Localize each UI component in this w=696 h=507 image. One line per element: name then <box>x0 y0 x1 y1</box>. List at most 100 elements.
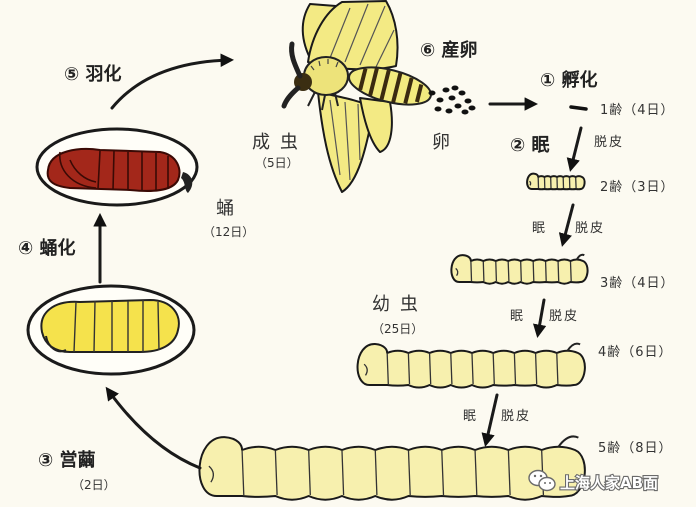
larva-segment-line <box>274 450 278 496</box>
larva-segment-line <box>374 450 378 496</box>
larva-segment-line <box>441 450 445 496</box>
larva-segment-line <box>308 450 311 496</box>
larva-segment-line <box>544 261 547 282</box>
moth-wing-vein <box>329 3 395 68</box>
sleep-label-2: 眠 <box>532 221 547 236</box>
instar-label-4: 4齢（6日） <box>598 345 673 360</box>
moth-abdomen <box>348 66 432 106</box>
cocooning-duration: （2日） <box>72 478 116 492</box>
adult-moth <box>281 0 432 193</box>
moth-wing-vein <box>329 99 361 181</box>
sleep-label-4: 眠 <box>463 409 478 424</box>
label-pupation: ④ 蛹化 <box>18 237 76 259</box>
instar-label-2: 2齢（3日） <box>600 180 675 195</box>
larva-segment-line <box>513 353 517 385</box>
instar-label-5: 5齢（8日） <box>598 441 673 456</box>
larva-instar-2 <box>526 172 586 191</box>
arrow-cocooning <box>105 386 202 470</box>
egg <box>448 95 456 101</box>
spinning-larva-head <box>45 335 67 353</box>
egg <box>436 97 444 103</box>
label-oviposition: ⑥ 産卵 <box>420 39 478 61</box>
larva-segment-line <box>471 353 474 385</box>
label-egg: 卵 <box>432 132 460 153</box>
egg <box>451 85 459 91</box>
shed-larval-skin <box>181 172 193 193</box>
pupa-segment-lines <box>97 150 169 191</box>
larva-segment-line <box>407 450 411 496</box>
arrow-molt-3 <box>532 298 547 338</box>
egg-cluster <box>428 85 476 115</box>
larva-segment-line <box>534 353 538 385</box>
larva-body <box>198 436 586 501</box>
moth-antenna <box>281 85 301 109</box>
larva-instar-5 <box>198 435 586 501</box>
watermark: 上海人家AB面 <box>528 469 659 493</box>
egg <box>464 98 472 104</box>
arrow-molt-2 <box>558 203 575 247</box>
adult-duration: （5日） <box>255 156 299 170</box>
larva-segment-line <box>428 353 432 385</box>
sleep-label-3: 眠 <box>510 309 525 324</box>
larva-segment-line <box>407 353 411 385</box>
label-hatching: ① 孵化 <box>540 69 598 91</box>
larva-instar-4 <box>356 342 586 389</box>
larva-horn <box>575 253 585 261</box>
arrow-molt-4 <box>481 393 499 447</box>
moth-thorax <box>303 56 349 96</box>
label-cocooning: ③ 営繭 <box>38 449 96 471</box>
egg <box>454 103 462 109</box>
larva-duration: （25日） <box>372 322 423 336</box>
molt-label-2: 脱皮 <box>575 221 605 236</box>
larva-segment-line <box>470 261 473 282</box>
moth-antenna <box>289 41 303 79</box>
larva-segment-line <box>495 261 498 282</box>
watermark-text: 上海人家AB面 <box>560 474 658 492</box>
egg <box>458 90 466 96</box>
molt-label-1: 脱皮 <box>594 135 624 150</box>
spinning-larva-segment-lines <box>73 300 160 353</box>
instar-label-1: 1齢（4日） <box>600 103 675 118</box>
moth-hindwing <box>359 97 393 153</box>
larva-segment-line <box>520 261 522 282</box>
larva-segment-line <box>450 353 453 385</box>
larva-segment-line <box>341 450 345 496</box>
egg <box>428 90 436 96</box>
egg <box>445 108 453 114</box>
larva-instar-1 <box>569 105 588 111</box>
larva-segment-line <box>474 450 478 496</box>
wechat-logo-icon <box>528 469 556 492</box>
egg <box>442 87 450 93</box>
moth-legs <box>307 91 339 111</box>
egg <box>468 105 476 111</box>
egg <box>434 106 442 112</box>
larva-segment-line <box>482 261 485 282</box>
larva-head-mark <box>208 465 214 483</box>
pupa-in-cocoon <box>35 127 199 207</box>
larva-segment-line <box>532 261 535 282</box>
larva-horn <box>566 342 581 352</box>
molt-label-3: 脱皮 <box>549 309 579 324</box>
label-pupa: 蛹 <box>216 198 244 219</box>
larva-segment-line <box>557 261 560 282</box>
larva-head-mark <box>363 363 368 376</box>
label-eclosion: ⑤ 羽化 <box>64 63 122 85</box>
arrow-molt-1 <box>566 126 583 172</box>
larva-segment-line <box>241 450 245 496</box>
molt-label-4: 脱皮 <box>501 409 531 424</box>
larva-segment-line <box>386 353 389 385</box>
larva-segment-line <box>569 261 572 282</box>
label-adult: 成虫 <box>252 132 308 153</box>
larva-head-mark <box>455 267 459 277</box>
larva-segment-line <box>507 261 510 282</box>
moth-fur <box>310 59 339 71</box>
pupa-duration: （12日） <box>203 225 254 239</box>
moth-abdomen-stripes <box>358 67 424 104</box>
label-larva: 幼虫 <box>372 294 428 315</box>
spinning-larva-in-cocoon <box>26 284 196 376</box>
larva-horn <box>557 435 579 448</box>
arrow-eclosion <box>110 53 235 110</box>
larva-body <box>356 342 586 389</box>
pupa-wing-case <box>59 151 97 189</box>
